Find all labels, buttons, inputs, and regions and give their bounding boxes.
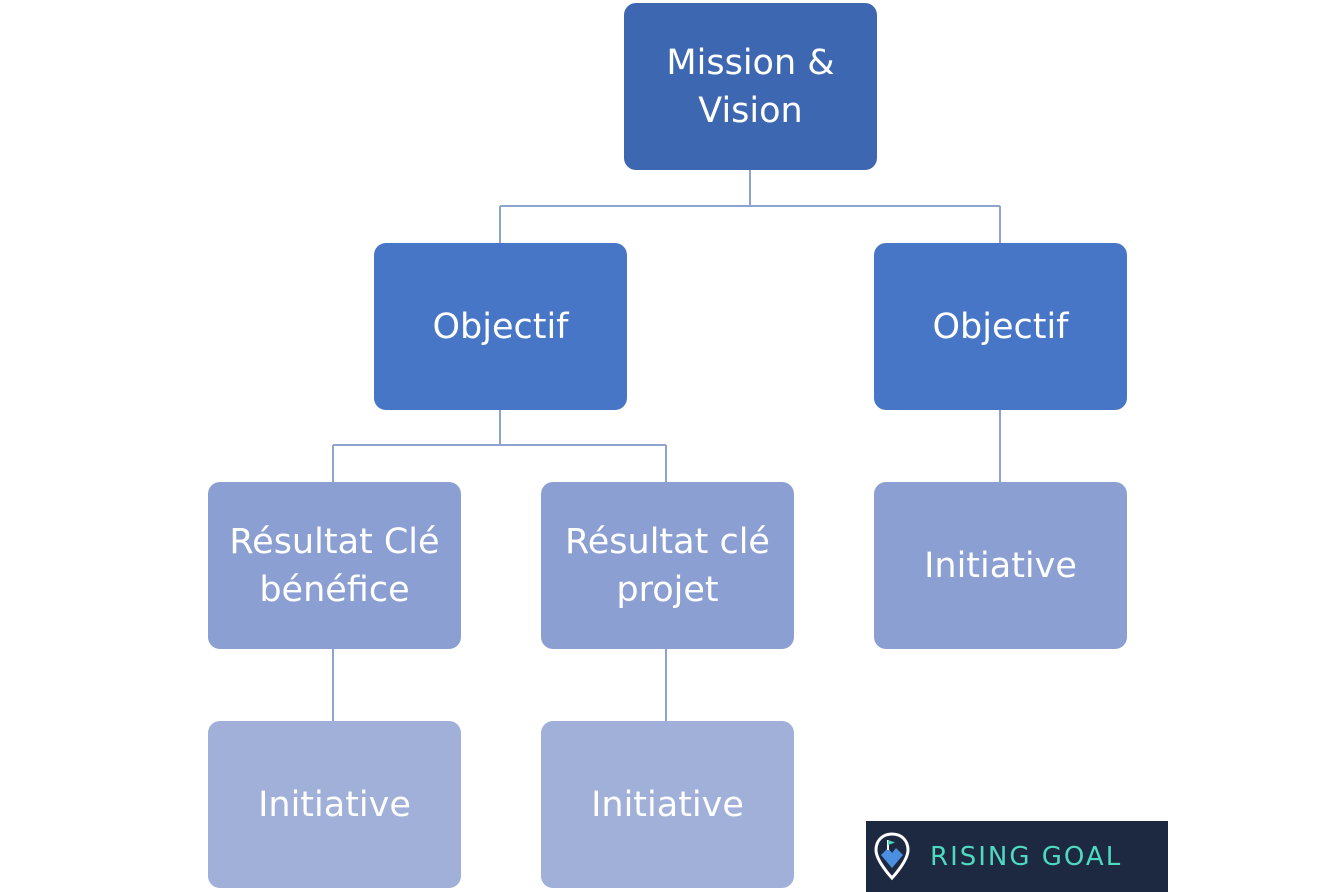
logo-text: RISING GOAL bbox=[930, 841, 1123, 872]
initiative-label: Initiative bbox=[258, 784, 411, 825]
key-result-label: Résultat clé projet bbox=[565, 521, 770, 610]
mission-vision-node: Mission & Vision bbox=[624, 3, 877, 170]
objective-node: Objectif bbox=[874, 243, 1127, 410]
objective-label: Objectif bbox=[932, 306, 1069, 347]
connector-root-objectives bbox=[499, 170, 1001, 243]
mission-vision-label: Mission & Vision bbox=[666, 42, 835, 131]
objective-label: Objectif bbox=[432, 306, 569, 347]
map-pin-mountain-icon bbox=[874, 831, 910, 880]
rising-goal-logo: RISING GOAL bbox=[866, 821, 1168, 892]
initiative-node: Initiative bbox=[541, 721, 794, 888]
initiative-node: Initiative bbox=[208, 721, 461, 888]
initiative-node: Initiative bbox=[874, 482, 1127, 649]
key-result-node: Résultat clé projet bbox=[541, 482, 794, 649]
connector-objective1-keyresults bbox=[332, 410, 667, 482]
key-result-node: Résultat Clé bénéfice bbox=[208, 482, 461, 649]
initiative-label: Initiative bbox=[924, 545, 1077, 586]
initiative-label: Initiative bbox=[591, 784, 744, 825]
objective-node: Objectif bbox=[374, 243, 627, 410]
key-result-label: Résultat Clé bénéfice bbox=[229, 521, 440, 610]
